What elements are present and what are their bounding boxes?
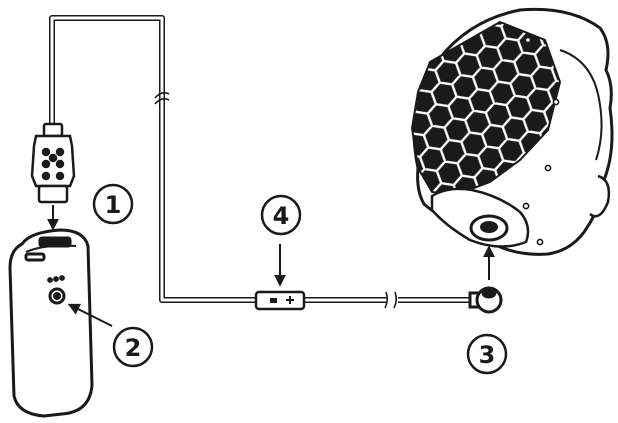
usb-plug-icon <box>30 122 76 204</box>
callout-3: 3 <box>466 333 508 375</box>
callout-4-label: 4 <box>273 202 290 230</box>
round-connector-icon <box>468 286 503 314</box>
usb-cable <box>49 15 472 303</box>
button-arrow <box>67 303 113 327</box>
cable-break-marks <box>154 91 398 309</box>
helmet-icon <box>410 7 614 256</box>
callout-2: 2 <box>112 326 154 368</box>
callout-4: 4 <box>260 194 302 236</box>
callout-1: 1 <box>92 183 134 225</box>
power-bank-icon <box>8 228 94 418</box>
inline-switch-icon <box>254 290 306 311</box>
callout-2-label: 2 <box>125 334 142 362</box>
callout-1-label: 1 <box>105 191 122 219</box>
callout-3-label: 3 <box>479 341 496 369</box>
